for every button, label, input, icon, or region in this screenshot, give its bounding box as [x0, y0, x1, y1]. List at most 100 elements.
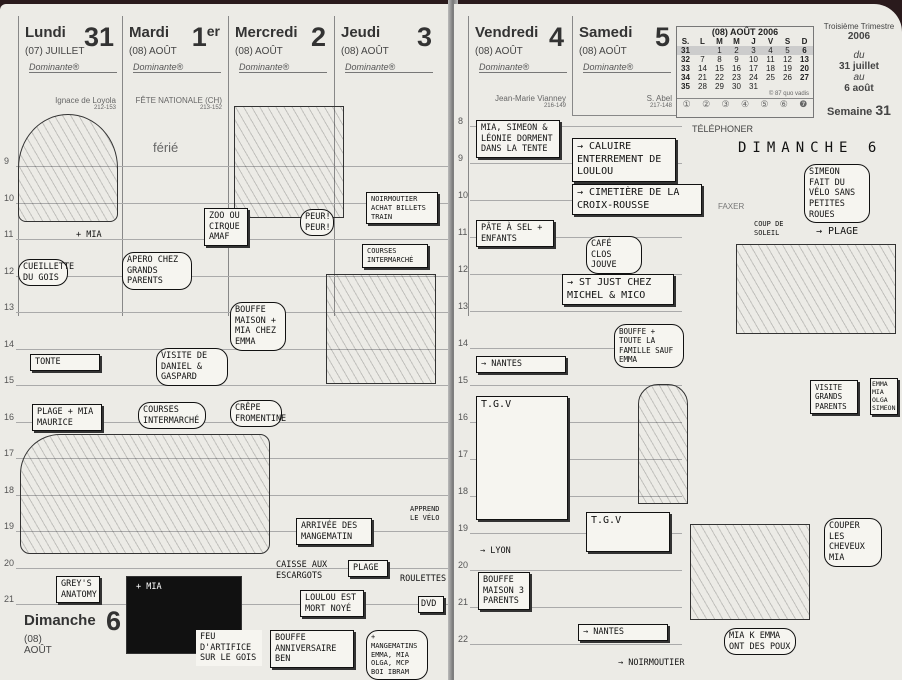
- hour-label: 18: [4, 484, 15, 495]
- weekday-circle: ④: [740, 99, 750, 109]
- hour-label: 11: [4, 229, 14, 239]
- hour-rule: [470, 496, 682, 497]
- note: Emma Mia Olga Simeon: [870, 378, 898, 415]
- hour-rule: [470, 570, 682, 571]
- hour-rule: [470, 644, 682, 645]
- telephoner-label: TÉLÉPHONER: [692, 124, 754, 134]
- calendar-header: L: [700, 37, 705, 46]
- hour-label: 19: [4, 521, 15, 531]
- calendar-day: [779, 82, 796, 91]
- note: → Plage: [816, 226, 859, 237]
- person-lying-drawing: [20, 434, 270, 554]
- saint: Ignace de Loyola: [55, 96, 116, 105]
- note: Bouffe maison + Mia chez Emma: [230, 302, 286, 351]
- day-name: Mardi: [129, 24, 170, 41]
- day-month: (08) AOÛT: [24, 634, 52, 656]
- day-number: 5: [654, 22, 670, 52]
- note: DVD: [418, 596, 444, 613]
- calendar-day: 9: [734, 55, 739, 64]
- note: Tonte: [30, 354, 100, 371]
- hour-label: 15: [458, 375, 469, 385]
- calendar-day: 27: [800, 73, 809, 82]
- note: → Nantes: [476, 356, 566, 373]
- day-name: Dimanche: [24, 612, 96, 629]
- hour-rule: [16, 494, 456, 496]
- day-month: (07) JUILLET: [25, 46, 85, 57]
- calendar-day: 31: [749, 82, 758, 91]
- calendar-day: 28: [698, 82, 707, 91]
- du-label: du: [853, 50, 865, 61]
- calendar-day: 25: [766, 73, 775, 82]
- ferie-label: férié: [153, 140, 179, 155]
- to-date: 6 août: [844, 83, 874, 94]
- calendar-day: 16: [732, 64, 741, 73]
- dominante: Dominante®: [239, 62, 327, 73]
- spine: [448, 0, 458, 680]
- hour-rule: [16, 202, 456, 204]
- note: Café Clos Jouve: [586, 236, 642, 274]
- hour-rule: [16, 275, 456, 277]
- saint: FÊTE NATIONALE (CH): [135, 96, 222, 105]
- hour-label: 20: [458, 560, 469, 570]
- hour-label: 9: [4, 156, 10, 166]
- calendar-day: 23: [732, 73, 741, 82]
- calendar-day: 8: [717, 55, 722, 64]
- hour-rule: [470, 348, 682, 349]
- day-number: 4: [548, 22, 564, 52]
- calendar-day: 4: [768, 46, 773, 55]
- note: Pâte à sel + enfants: [476, 220, 554, 248]
- hour-rule: [470, 459, 682, 460]
- week-number: 32: [681, 55, 690, 64]
- day-code: 217-148: [649, 103, 672, 109]
- note: → St Just chez Michel & Mico: [562, 274, 674, 305]
- dominante: Dominante®: [29, 62, 117, 73]
- calendar-day: 11: [766, 55, 775, 64]
- weekday-circle: ②: [702, 99, 711, 109]
- day-number: 2: [310, 22, 326, 52]
- weekday-circle: ⑥: [779, 99, 788, 109]
- day-number: 3: [416, 22, 432, 52]
- hour-label: 14: [458, 338, 469, 348]
- hour-label: 16: [458, 412, 469, 422]
- note: Cueillette du Gois: [18, 259, 74, 287]
- right-page: Vendredi 4 (08) AOÛT Dominante® Jean-Mar…: [454, 4, 902, 680]
- hour-label: 22: [458, 634, 469, 644]
- calendar-day: 14: [698, 64, 707, 73]
- week-number: 34: [681, 73, 690, 82]
- note: → Cimetière de la Croix-Rousse: [572, 184, 702, 215]
- calendar-day: [762, 82, 779, 91]
- hour-label: 10: [458, 190, 469, 200]
- note: Dimanche 6: [738, 140, 883, 156]
- hour-label: 9: [458, 153, 464, 163]
- calendar-day: 22: [715, 73, 724, 82]
- hour-label: 21: [458, 597, 469, 607]
- note: Courses Intermarché: [362, 244, 428, 268]
- day-friday: Vendredi 4 (08) AOÛT Dominante® Jean-Mar…: [468, 16, 570, 316]
- calendar-header: D: [801, 37, 808, 46]
- note: Visite de Daniel & Gaspard: [156, 348, 228, 386]
- calendar-day: 30: [732, 82, 741, 91]
- hour-label: 20: [4, 557, 15, 568]
- note: Visite grands parents: [810, 380, 858, 415]
- calendar-copyright: © 87 quo vadis: [768, 91, 809, 97]
- note: Courses Intermarché: [138, 402, 206, 430]
- calendar-day: 29: [715, 82, 724, 91]
- week-number: 35: [681, 82, 690, 91]
- calendar-day: [694, 46, 711, 55]
- hour-rule: [470, 422, 682, 423]
- hour-rule: [16, 567, 456, 569]
- note: Apprend le vélo: [410, 505, 440, 522]
- calendar-day: 2: [734, 46, 739, 55]
- dominante: Dominante®: [583, 62, 671, 73]
- hour-label: 15: [4, 375, 15, 385]
- calendar-day: 13: [800, 55, 809, 64]
- calendar-day: 12: [783, 55, 792, 64]
- calendar-day: 26: [783, 73, 792, 82]
- calendar-day: 5: [785, 46, 790, 55]
- day-name: Lundi: [25, 24, 66, 41]
- day-code: 213-152: [199, 105, 222, 111]
- trimester-box: Troisième Trimestre 2006 du 31 juillet a…: [819, 22, 899, 118]
- calendar-day: 20: [800, 64, 809, 73]
